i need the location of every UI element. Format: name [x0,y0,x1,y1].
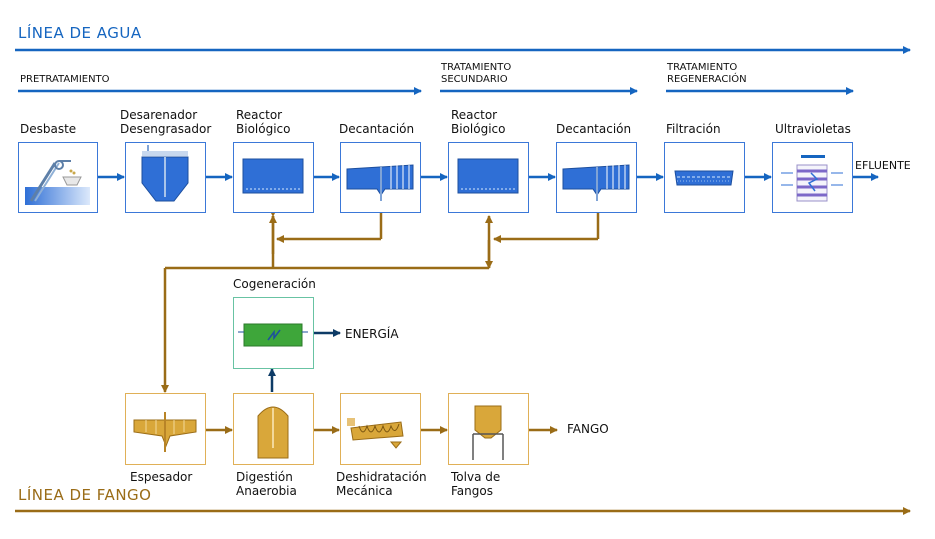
reactor2-label-line2: Biológico [451,122,506,136]
desarenador-label-line2: Desengrasador [120,122,212,136]
tolva-label-line1: Tolva de [451,470,501,484]
decantacion2-box [556,142,637,213]
filtracion-label: Filtración [666,122,721,136]
screen-icon [25,160,90,205]
reactor1-label-line1: Reactor [236,108,283,122]
clarifier-icon [346,164,414,201]
regeneration-label-line1: TRATAMIENTO [667,62,738,73]
sludge-output-label: FANGO [567,422,609,436]
effluent-label: EFLUENTE [855,159,911,172]
filtracion-box [664,142,745,213]
decantacion2-label: Decantación [556,122,632,136]
espesador-label: Espesador [130,470,193,484]
desbaste-label: Desbaste [20,122,77,136]
sludge-line-title: LÍNEA DE FANGO [18,486,152,504]
pretreatment-label: PRETRATAMIENTO [20,74,110,85]
desbaste-box [18,142,98,213]
deshidratacion-label-line2: Mecánica [336,484,393,498]
espesador-box [125,393,206,465]
uv-icon [781,155,843,202]
reactor-icon [457,158,519,194]
energy-label: ENERGÍA [345,327,399,341]
water-line-title: LÍNEA DE AGUA [18,24,142,42]
hopper-icon [472,405,504,460]
reactor2-label-line1: Reactor [451,108,498,122]
digestion-label-line1: Digestión [236,470,293,484]
cogeneration-box [233,297,314,369]
clarifier-icon [562,164,630,201]
reactor-icon [242,158,304,194]
filter-icon [674,170,734,186]
dewatering-icon [347,418,404,449]
cogeneration-label: Cogeneración [233,277,316,291]
desarenador-label-line1: Desarenador [120,108,198,122]
deshidratacion-label-line1: Deshidratación [336,470,427,484]
ultravioletas-box [772,142,853,213]
grit-chamber-icon [141,145,189,202]
ultravioletas-label: Ultravioletas [775,122,851,136]
regeneration-label-line2: REGENERACIÓN [667,74,747,85]
tolva-label-line2: Fangos [451,484,493,498]
digestion-label-line2: Anaerobia [236,484,297,498]
thickener-icon [133,412,197,452]
digester-icon [257,406,289,459]
deshidratacion-box [340,393,421,465]
generator-icon [238,323,308,347]
tolva-box [448,393,529,465]
reactor1-box [233,142,314,213]
reactor2-box [448,142,529,213]
digestion-box [233,393,314,465]
reactor1-label-line2: Biológico [236,122,291,136]
decantacion1-box [340,142,421,213]
secondary-label-line1: TRATAMIENTO [441,62,512,73]
desarenador-box [125,142,206,213]
decantacion1-label: Decantación [339,122,415,136]
secondary-label-line2: SECUNDARIO [441,74,508,85]
